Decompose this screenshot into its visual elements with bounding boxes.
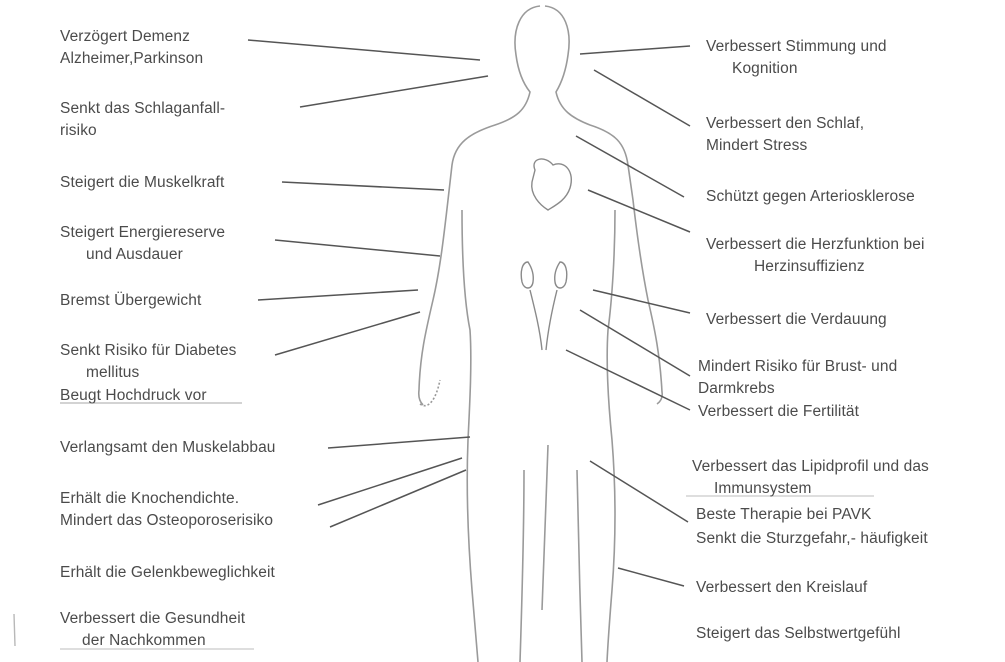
label-muskelkraft: Steigert die Muskelkraft bbox=[60, 172, 224, 194]
label-diabetes: Senkt Risiko für Diabetes mellitus bbox=[60, 340, 237, 384]
scan-mark bbox=[14, 614, 15, 646]
label-schlaganfall: Senkt das Schlaganfall- risiko bbox=[60, 98, 225, 142]
label-pavk: Beste Therapie bei PAVK bbox=[696, 504, 872, 526]
connector-schlaganfall bbox=[300, 76, 488, 107]
label-uebergewicht: Bremst Übergewicht bbox=[60, 290, 201, 312]
label-schlaf: Verbessert den Schlaf, Mindert Stress bbox=[706, 113, 864, 157]
label-stimmung: Verbessert Stimmung und Kognition bbox=[706, 36, 887, 80]
organs bbox=[521, 159, 571, 350]
connector-muskelabbau bbox=[328, 437, 470, 448]
connector-herz bbox=[588, 190, 690, 232]
label-knochendichte: Erhält die Knochendichte. Mindert das Os… bbox=[60, 488, 273, 532]
connector-krebs bbox=[580, 310, 690, 376]
connector-fertilitaet bbox=[566, 350, 690, 410]
connector-muskelkraft bbox=[282, 182, 444, 190]
connector-schlaf bbox=[594, 70, 690, 126]
kidney-right bbox=[555, 262, 567, 288]
label-gelenk: Erhält die Gelenkbeweglichkeit bbox=[60, 562, 275, 584]
connector-stimmung bbox=[580, 46, 690, 54]
label-selbstwert: Steigert das Selbstwertgefühl bbox=[696, 623, 901, 645]
connector-kreislauf bbox=[618, 568, 684, 586]
label-fertilitaet: Verbessert die Fertilität bbox=[698, 401, 859, 423]
connectors bbox=[248, 40, 690, 586]
label-sturz: Senkt die Sturzgefahr,- häufigkeit bbox=[696, 528, 928, 550]
label-arteriosklerose: Schützt gegen Arteriosklerose bbox=[706, 186, 915, 208]
body-outline bbox=[419, 6, 662, 662]
label-demenz: Verzögert Demenz Alzheimer,Parkinson bbox=[60, 26, 203, 70]
kidney-left bbox=[521, 262, 533, 288]
ureter-right bbox=[546, 290, 557, 350]
label-verdauung: Verbessert die Verdauung bbox=[706, 309, 887, 331]
connector-uebergewicht bbox=[258, 290, 418, 300]
connector-diabetes bbox=[275, 312, 420, 355]
heart-shape bbox=[532, 159, 572, 210]
connector-energie bbox=[275, 240, 440, 256]
ureter-left bbox=[530, 290, 542, 350]
connector-demenz bbox=[248, 40, 480, 60]
label-kreislauf: Verbessert den Kreislauf bbox=[696, 577, 867, 599]
connector-arteriosklerose bbox=[576, 136, 684, 197]
label-muskelabbau: Verlangsamt den Muskelabbau bbox=[60, 437, 276, 459]
label-lipid: Verbessert das Lipidprofil und das Immun… bbox=[692, 456, 929, 500]
connector-pavk bbox=[590, 461, 688, 522]
label-hochdruck: Beugt Hochdruck vor bbox=[60, 385, 207, 407]
label-nachkommen: Verbessert die Gesundheit der Nachkommen bbox=[60, 608, 245, 652]
label-energie: Steigert Energiereserve und Ausdauer bbox=[60, 222, 225, 266]
label-herz: Verbessert die Herzfunktion bei Herzinsu… bbox=[706, 234, 925, 278]
connector-verdauung bbox=[593, 290, 690, 313]
label-krebs: Mindert Risiko für Brust- und Darmkrebs bbox=[698, 356, 897, 400]
